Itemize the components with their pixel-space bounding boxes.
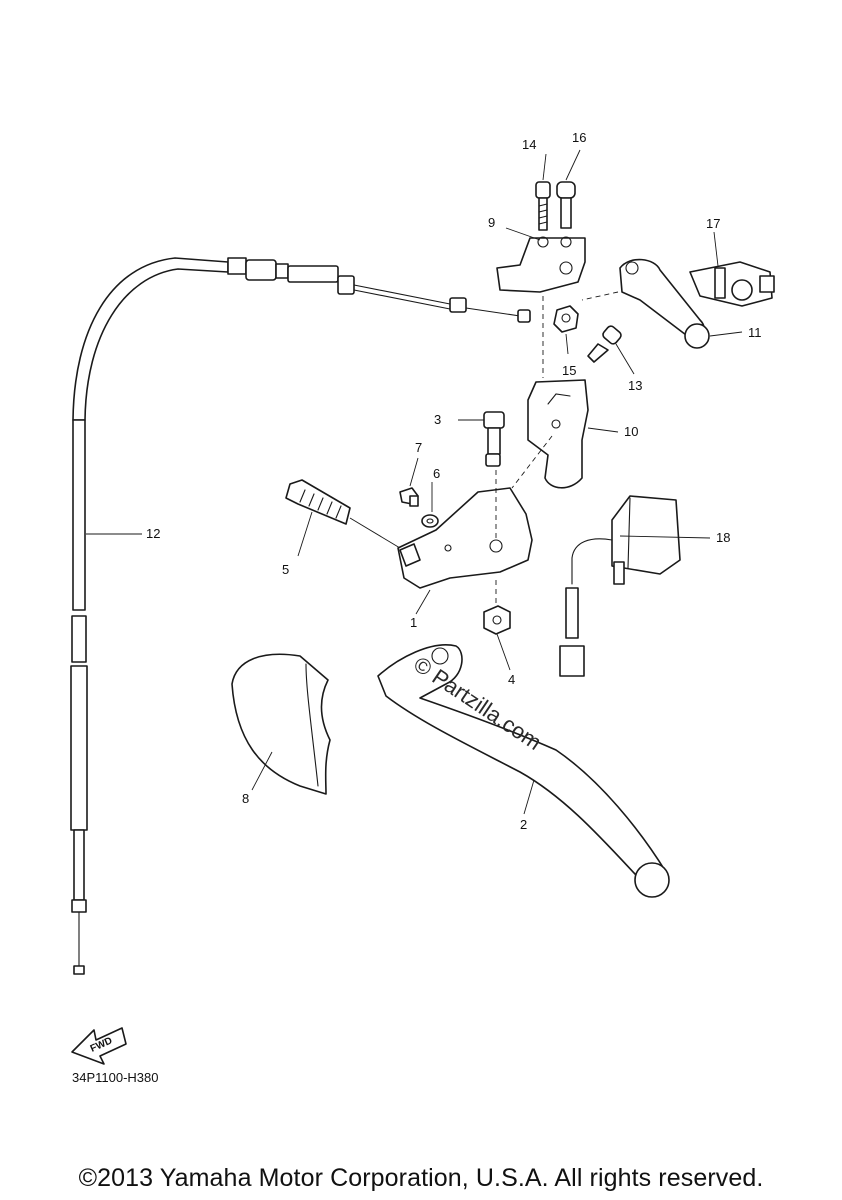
bolt-13 [587,325,622,363]
clutch-cable [70,257,531,975]
callout-8: 8 [242,791,249,806]
fwd-arrow-icon: FWD [71,1027,127,1065]
lever-holder-lower [527,379,589,489]
callout-4: 4 [508,672,515,687]
callout-9: 9 [488,215,495,230]
washer-6 [421,514,439,528]
callout-15: 15 [562,363,576,378]
lever-holder-bracket [397,487,533,589]
clutch-lever [377,644,670,898]
callout-18: 18 [716,530,730,545]
callout-16: 16 [572,130,586,145]
callout-14: 14 [522,137,536,152]
adjuster-5 [285,479,351,525]
hot-start-lever [619,258,710,349]
callout-numbers: 1 2 3 4 5 6 7 8 9 10 11 12 13 14 15 16 1… [146,130,762,832]
lever-holder-upper [496,236,586,293]
hot-start-holder [689,261,775,307]
switch-18 [559,495,681,677]
callout-6: 6 [433,466,440,481]
copyright-notice: ©2013 Yamaha Motor Corporation, U.S.A. A… [78,1164,764,1192]
lever-cover [231,653,331,795]
callout-1: 1 [410,615,417,630]
leader-lines [86,149,743,815]
callout-7: 7 [415,440,422,455]
diagram-code: 34P1100-H380 [72,1070,159,1085]
screw-7 [399,487,419,507]
callout-17: 17 [706,216,720,231]
callout-13: 13 [628,378,642,393]
callout-5: 5 [282,562,289,577]
callout-2: 2 [520,817,527,832]
nut-15 [553,305,579,333]
callout-3: 3 [434,412,441,427]
callout-12: 12 [146,526,160,541]
bolt-16 [556,181,576,229]
bolt-3 [483,411,505,467]
callout-10: 10 [624,424,638,439]
nut-4 [483,605,511,635]
callout-11: 11 [748,325,762,340]
bolt-14 [535,181,551,231]
